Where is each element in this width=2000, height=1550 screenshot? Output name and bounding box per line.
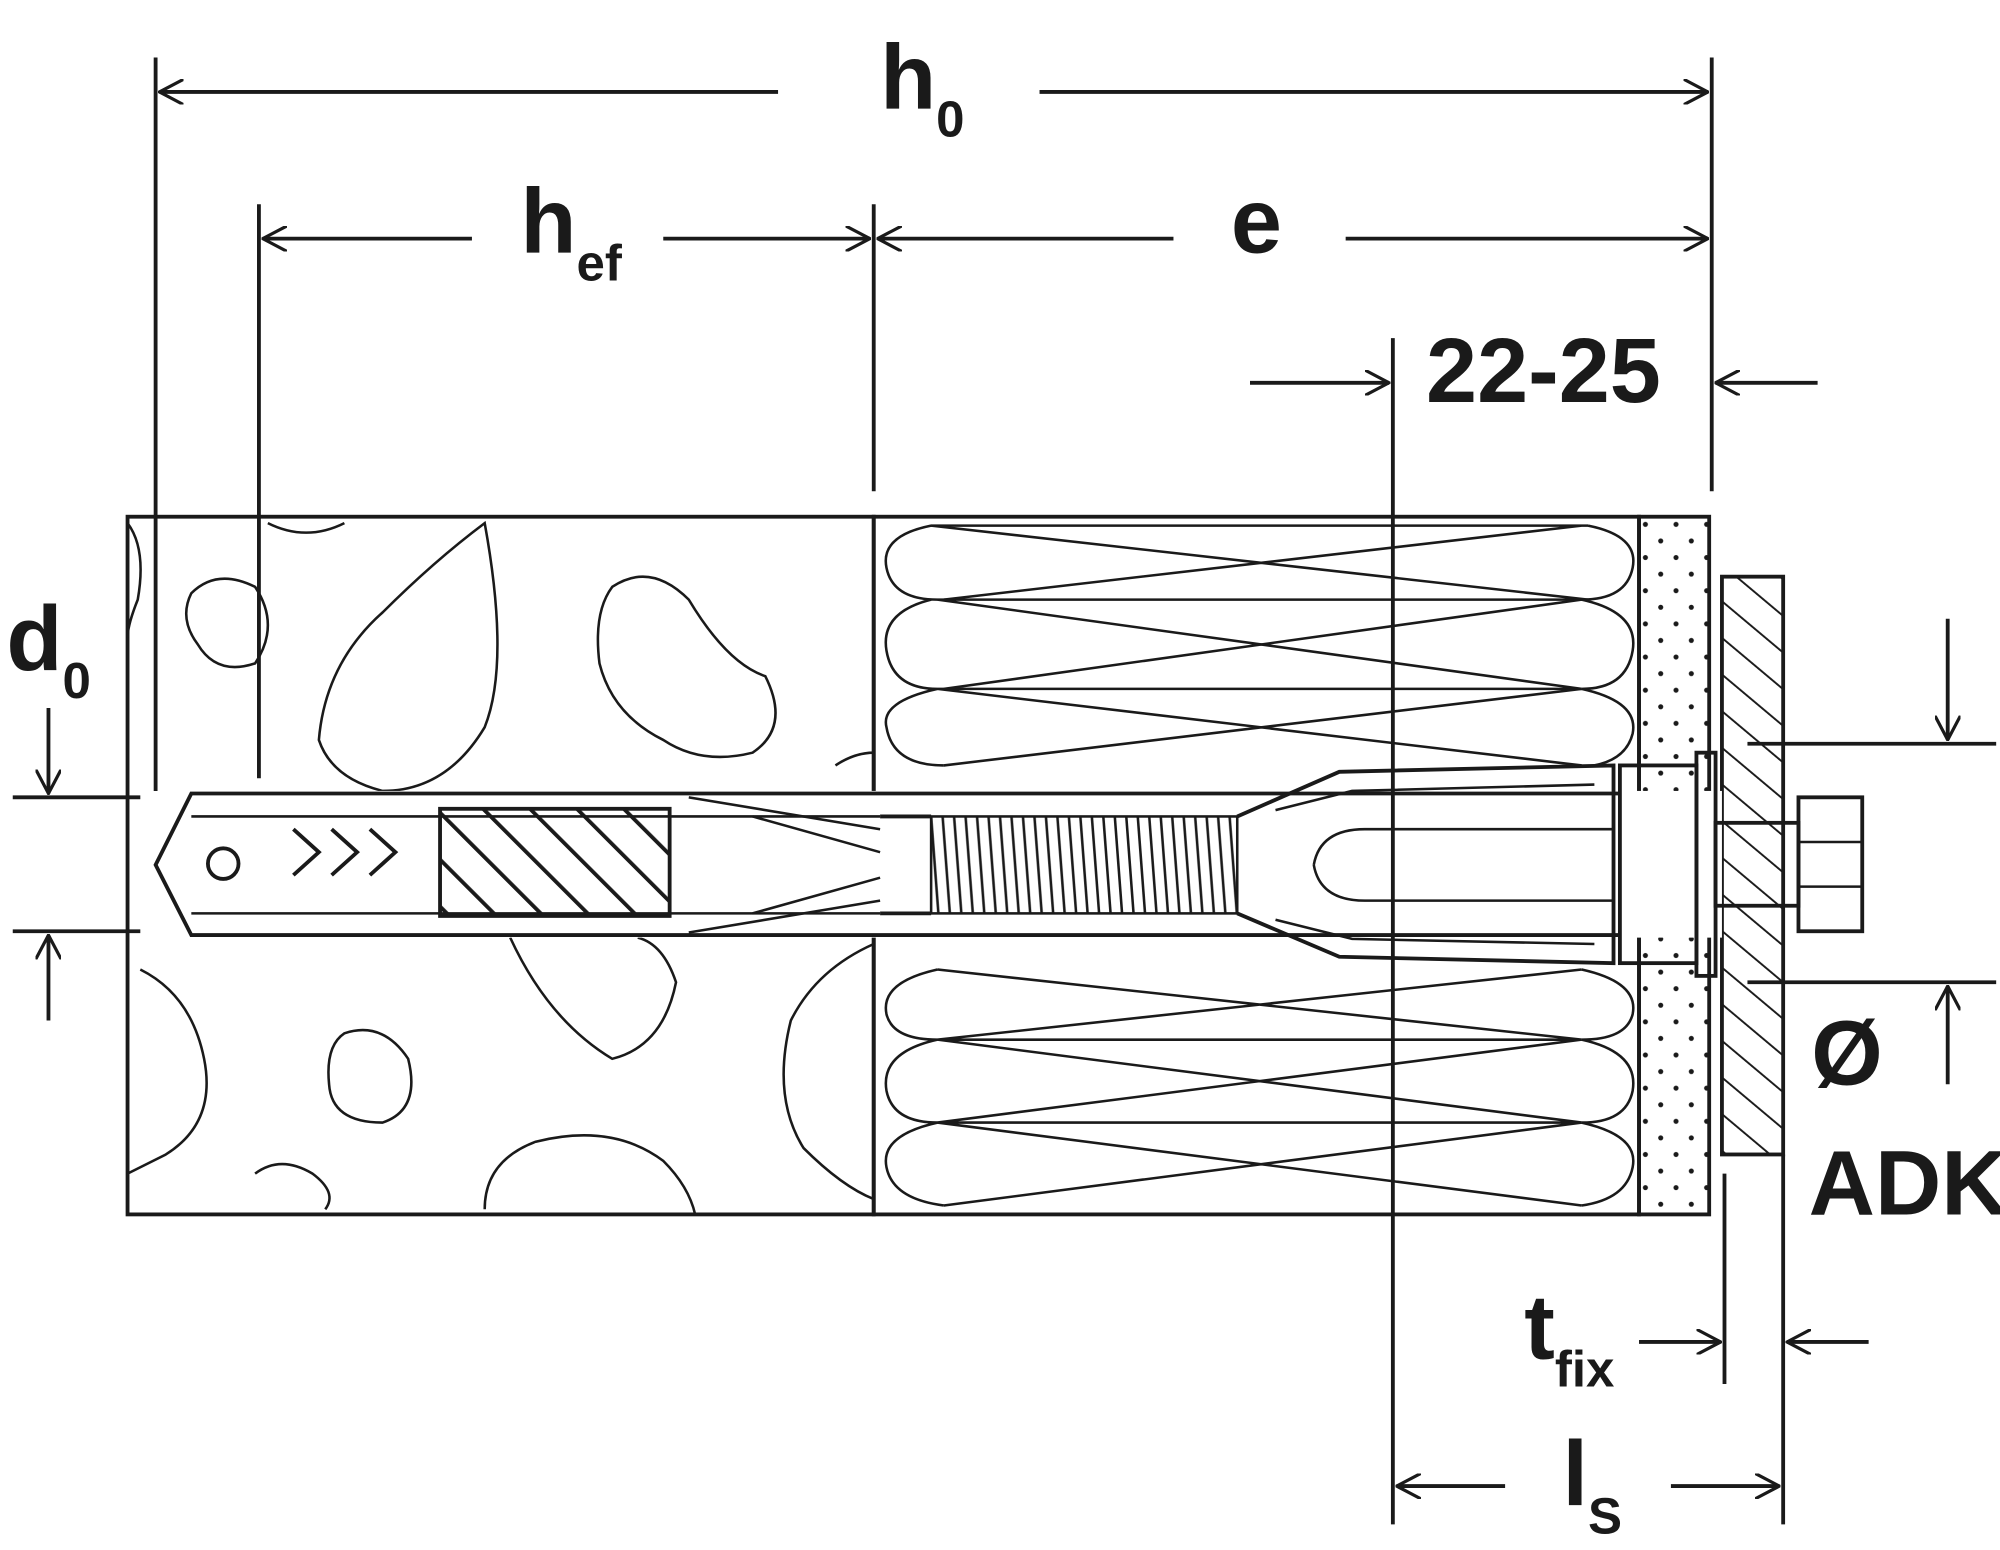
- label-ls: lS: [1563, 1423, 1623, 1544]
- concrete-base: [125, 514, 876, 1217]
- label-e: e: [1231, 171, 1282, 273]
- label-d0: d0: [6, 588, 90, 709]
- anchor-assembly: [146, 750, 1865, 978]
- dimension-lines: [12, 57, 1997, 1525]
- label-adk-diameter-symbol: Ø: [1811, 1002, 1882, 1104]
- label-h0: h0: [880, 27, 964, 148]
- label-adk: ADK: [1809, 1132, 2000, 1234]
- label-hef: hef: [520, 171, 622, 292]
- label-22-25: 22-25: [1426, 320, 1661, 422]
- adk-disc: [1720, 574, 1786, 1157]
- label-tfix: tfix: [1524, 1277, 1614, 1398]
